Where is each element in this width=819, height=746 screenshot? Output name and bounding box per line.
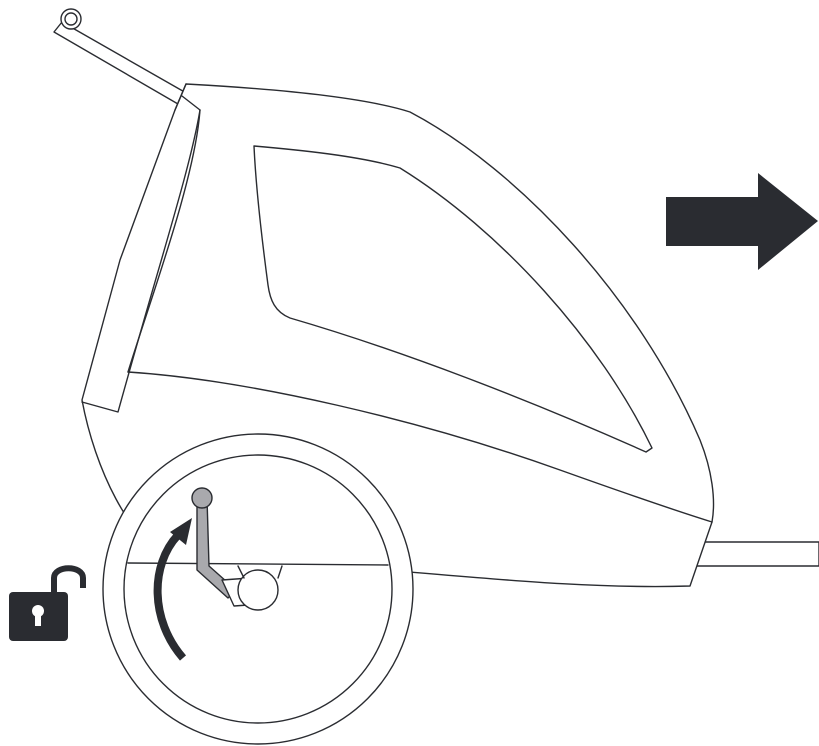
push-bar <box>54 9 188 104</box>
right-arrow-icon <box>666 173 818 270</box>
tow-bar <box>690 542 819 566</box>
unlocked-padlock-icon <box>9 568 83 641</box>
